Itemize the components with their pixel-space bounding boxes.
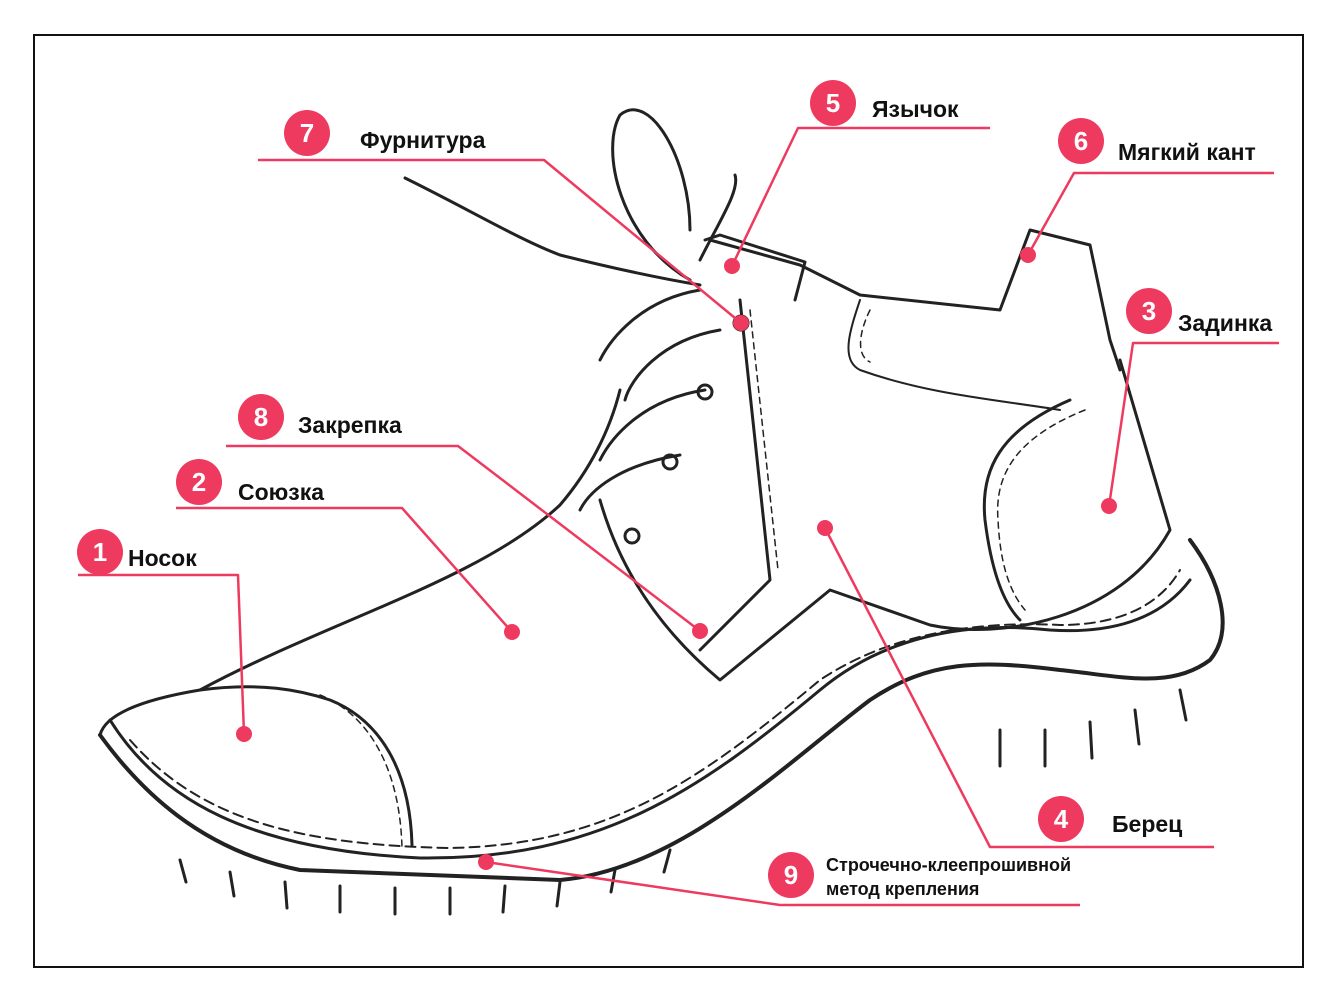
callout-label-heel-counter: Задинка	[1178, 310, 1273, 336]
outsole	[98, 538, 1225, 882]
leader-line-3	[1107, 341, 1279, 507]
leader-lines	[78, 126, 1279, 907]
eyelets	[623, 314, 750, 545]
callout-number-5: 5	[810, 80, 856, 126]
leader-line-7	[258, 158, 742, 324]
callout-number-4: 4	[1038, 796, 1084, 842]
callout-number-3: 3	[1126, 288, 1172, 334]
leader-line-8	[226, 444, 701, 632]
collar	[708, 228, 1122, 372]
callout-number-9: 9	[768, 852, 814, 898]
callout-label-construction-line2: метод крепления	[826, 879, 980, 899]
leader-line-5	[730, 126, 990, 267]
sole-stitching	[129, 569, 1181, 849]
laces	[403, 108, 738, 512]
callout-label-soft-collar: Мягкий кант	[1118, 139, 1256, 165]
diagram-frame	[33, 34, 1304, 968]
leader-line-1	[78, 573, 246, 735]
callout-number-1: 1	[77, 529, 123, 575]
callout-label-quarter: Берец	[1112, 811, 1183, 837]
vamp	[198, 388, 622, 692]
anchor-dots	[236, 247, 1117, 870]
callout-number-6: 6	[1058, 118, 1104, 164]
callout-number-2: 2	[176, 459, 222, 505]
leader-line-6	[1026, 171, 1274, 256]
toe-cap	[98, 685, 414, 847]
leader-line-9	[485, 860, 1080, 907]
callout-label-hardware: Фурнитура	[360, 127, 486, 153]
midsole	[108, 578, 1192, 860]
callout-number-7: 7	[284, 110, 330, 156]
callout-label-vamp: Союзка	[238, 479, 325, 505]
tongue	[703, 233, 807, 302]
leader-line-2	[176, 506, 513, 633]
callout-label-tongue: Язычок	[872, 96, 959, 122]
callout-number-8: 8	[238, 394, 284, 440]
callout-label-construction-line1: Строчечно-клеепрошивной	[826, 855, 1072, 875]
heel-counter	[982, 398, 1072, 622]
callout-label-toe: Носок	[128, 545, 197, 571]
tread-lugs	[178, 688, 1188, 916]
callout-label-bartack: Закрепка	[298, 412, 402, 438]
leader-line-4	[823, 527, 1214, 849]
quarter	[598, 358, 1172, 682]
